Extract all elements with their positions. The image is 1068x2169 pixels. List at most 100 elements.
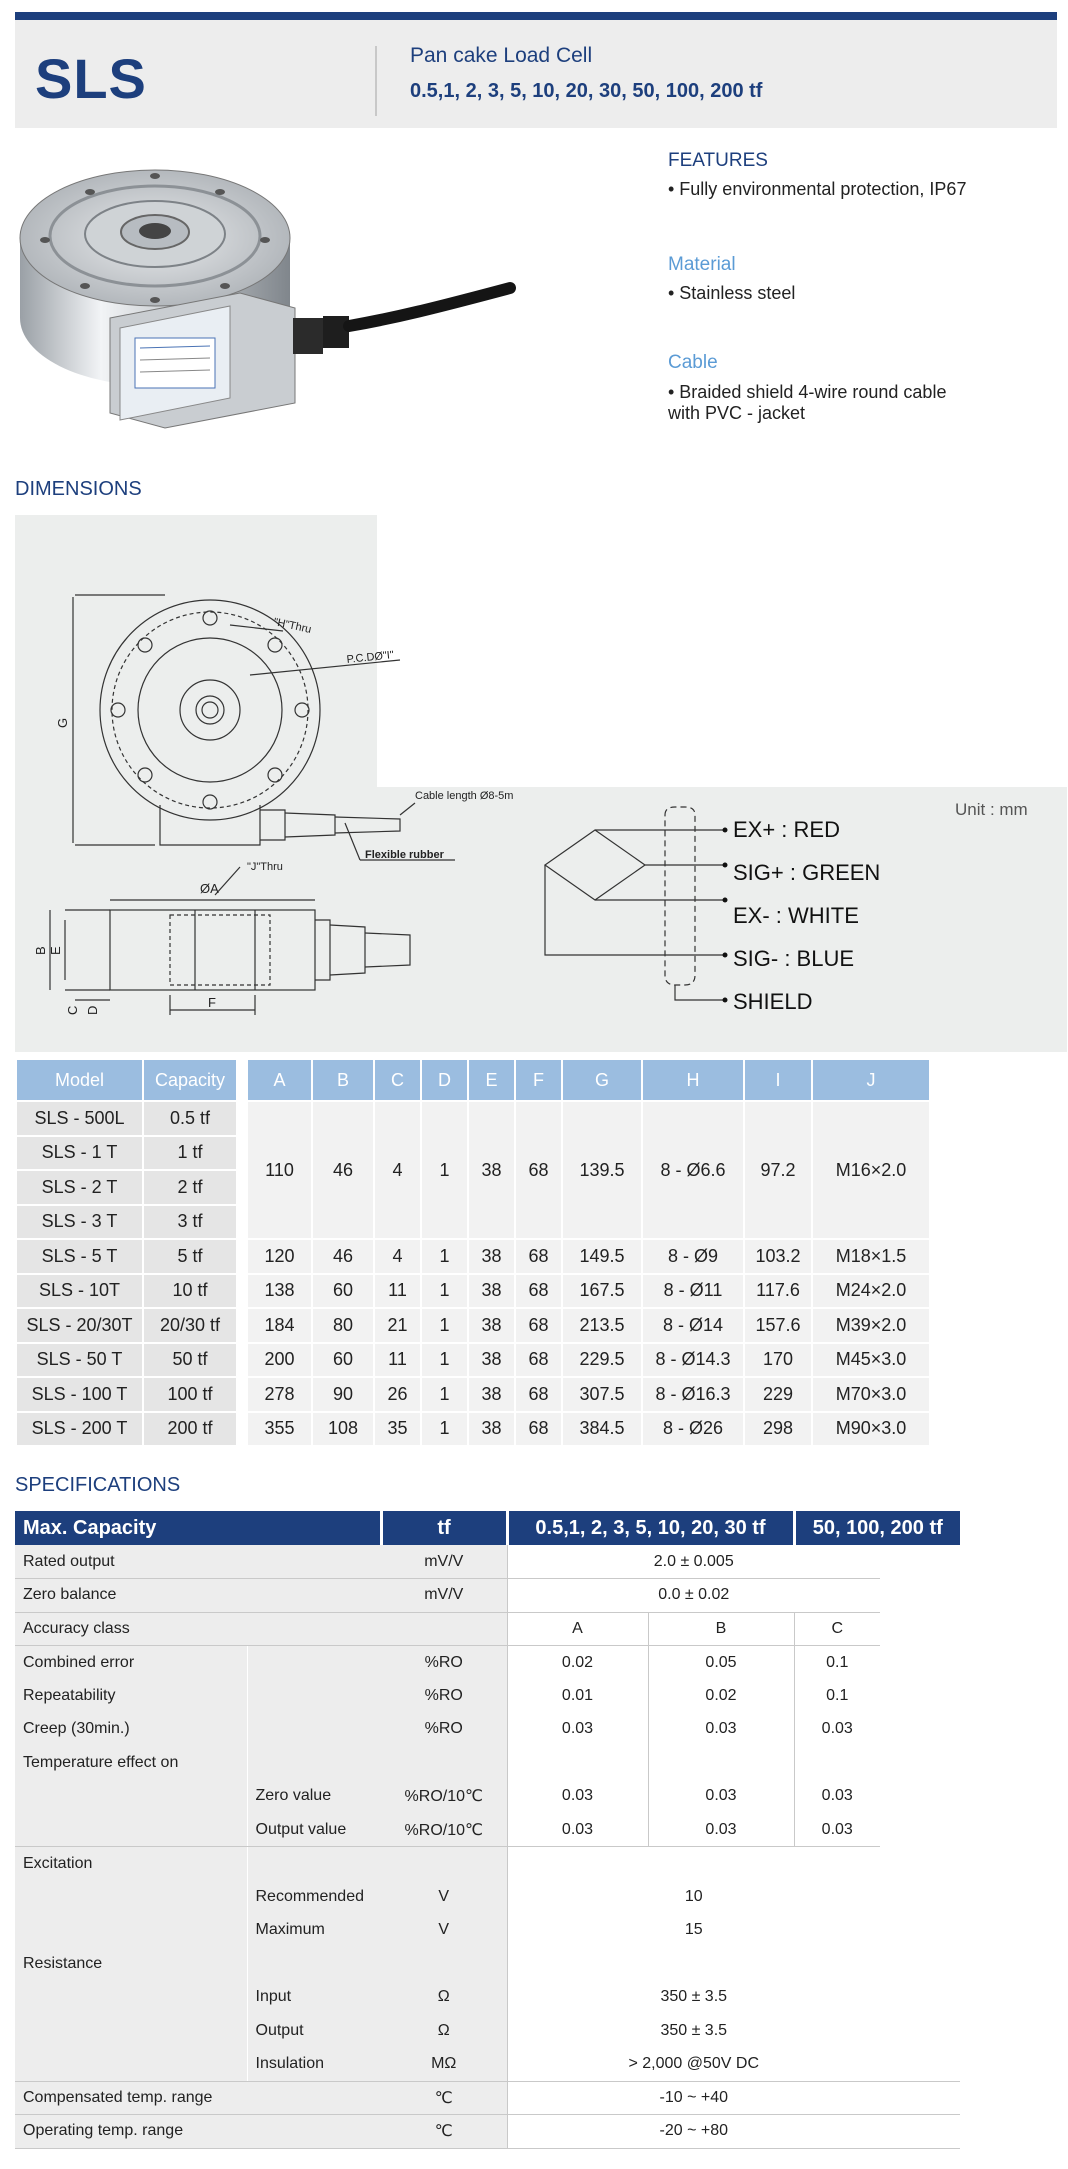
h-thru-label: "H"Thru: [272, 616, 312, 636]
spec-label: Excitation: [15, 1846, 247, 1880]
cell-a: 200: [248, 1343, 311, 1376]
spec-value-a: 0.01: [507, 1679, 649, 1713]
spec-label: Repeatability: [15, 1679, 247, 1713]
row-capacity: 10 tf: [144, 1274, 236, 1307]
spec-unit: [381, 1947, 508, 1981]
col-d: D: [422, 1060, 467, 1100]
product-header: SLS Pan cake Load Cell 0.5,1, 2, 3, 5, 1…: [15, 20, 1057, 128]
spec-sublabel: Maximum: [246, 1913, 381, 1947]
spec-label: [15, 1779, 247, 1813]
row-model: SLS - 20/30T: [17, 1309, 142, 1342]
row-gap: [238, 1344, 246, 1377]
cell-i: 157.6: [745, 1309, 811, 1342]
dim-e-label: E: [48, 946, 63, 955]
spec-value-b: B: [648, 1612, 795, 1646]
spec-value: 350 ± 3.5: [660, 1988, 728, 2006]
cell-j: M39×2.0: [813, 1309, 929, 1342]
spec-header-large: 50, 100, 200 tf: [794, 1511, 960, 1545]
col-h: H: [643, 1060, 743, 1100]
row-capacity: 3 tf: [144, 1205, 236, 1238]
cell-i: 170: [745, 1343, 811, 1376]
spec-value-b: 0.03: [648, 1813, 795, 1847]
cell-j: M18×1.5: [813, 1240, 929, 1273]
row-model: SLS - 5 T: [17, 1240, 142, 1273]
row-gap: [238, 1413, 246, 1446]
spec-value-b: 0.03: [648, 1712, 795, 1746]
spec-value-b: 0.05: [648, 1645, 795, 1679]
cell-b: 46: [313, 1240, 373, 1273]
spec-label: Temperature effect on: [15, 1746, 247, 1780]
table-row: SLS - 3 T 3 tf: [17, 1205, 929, 1238]
dimension-table-header: Model Capacity A B C D E F G H I J: [17, 1060, 929, 1100]
spec-row-creep: Creep (30min.) %RO 0.03 0.03 0.03: [15, 1712, 960, 1746]
spec-empty: [880, 1813, 960, 1847]
wire-ex-minus: EX- : WHITE: [733, 903, 859, 928]
spec-value: 350 ± 3.5: [660, 2021, 728, 2039]
row-model: SLS - 10T: [17, 1274, 142, 1307]
spec-value-a: 0.02: [507, 1645, 649, 1679]
row-capacity: 200 tf: [144, 1412, 236, 1445]
spec-label: [15, 1813, 247, 1847]
spec-empty: [880, 1579, 960, 1613]
spec-unit: %RO/10℃: [381, 1779, 508, 1813]
spec-row-recommended: Recommended V 10: [15, 1880, 960, 1914]
row-capacity: 50 tf: [144, 1343, 236, 1376]
cell-f: 68: [516, 1412, 561, 1445]
row-capacity: 0.5 tf: [144, 1102, 236, 1135]
cell-c: 21: [375, 1309, 420, 1342]
spec-header-capacity: Max. Capacity: [15, 1511, 383, 1545]
spec-row-maximum: Maximum V 15: [15, 1913, 960, 1947]
cell-b: 60: [313, 1343, 373, 1376]
cell-a: 355: [248, 1412, 311, 1445]
cell-g: 167.5: [563, 1274, 641, 1307]
cell-b: 80: [313, 1309, 373, 1342]
row-gap: [238, 1275, 246, 1308]
cell-i: 298: [745, 1412, 811, 1445]
spec-empty: [880, 2014, 960, 2048]
spec-label: Combined error: [15, 1645, 247, 1679]
col-e: E: [469, 1060, 514, 1100]
spec-value-a: 0.03: [507, 1813, 649, 1847]
spec-label: Operating temp. range: [15, 2114, 381, 2149]
spec-empty: [880, 2081, 960, 2115]
spec-empty: [880, 1746, 960, 1780]
dim-a-label: ØA: [200, 881, 219, 896]
cell-d: 1: [422, 1412, 467, 1445]
cell-d: 1: [422, 1102, 467, 1238]
cell-h: 8 - Ø14: [643, 1309, 743, 1342]
cell-i: 97.2: [745, 1102, 811, 1238]
cell-f: 68: [516, 1102, 561, 1238]
spec-empty: [880, 1545, 960, 1579]
spec-value-c: 0.1: [826, 1653, 849, 1671]
spec-unit: V: [381, 1880, 508, 1914]
top-accent-bar: [15, 12, 1057, 20]
spec-unit: Ω: [381, 2014, 508, 2048]
spec-empty: [880, 1847, 960, 1881]
row-capacity: 100 tf: [144, 1378, 236, 1411]
col-a: A: [248, 1060, 311, 1100]
spec-label: Compensated temp. range: [15, 2081, 381, 2115]
cell-g: 229.5: [563, 1343, 641, 1376]
dim-g-label: G: [55, 718, 70, 728]
spec-label: Zero balance: [15, 1578, 381, 1613]
spec-value-c: 0.1: [826, 1686, 849, 1704]
cell-e: 38: [469, 1343, 514, 1376]
spec-value-a: [507, 1746, 649, 1780]
cell-c: 11: [375, 1274, 420, 1307]
col-model: Model: [17, 1060, 142, 1100]
cell-j: M24×2.0: [813, 1274, 929, 1307]
row-gap: [238, 1309, 246, 1342]
dimensions-heading: DIMENSIONS: [15, 478, 142, 500]
row-model: SLS - 50 T: [17, 1343, 142, 1376]
row-capacity: 20/30 tf: [144, 1309, 236, 1342]
cell-a: 138: [248, 1274, 311, 1307]
spec-row-oper-temp: Operating temp. range ℃ -20 ~ +80: [15, 2114, 960, 2149]
spec-row-rated-output: Rated output mV/V 2.0 ± 0.005: [15, 1545, 960, 1579]
spec-sublabel: [246, 1679, 381, 1713]
cell-i: 103.2: [745, 1240, 811, 1273]
table-row: SLS - 2 T 2 tf: [17, 1171, 929, 1204]
dimension-table: Model Capacity A B C D E F G H I J SLS -…: [15, 1058, 931, 1447]
